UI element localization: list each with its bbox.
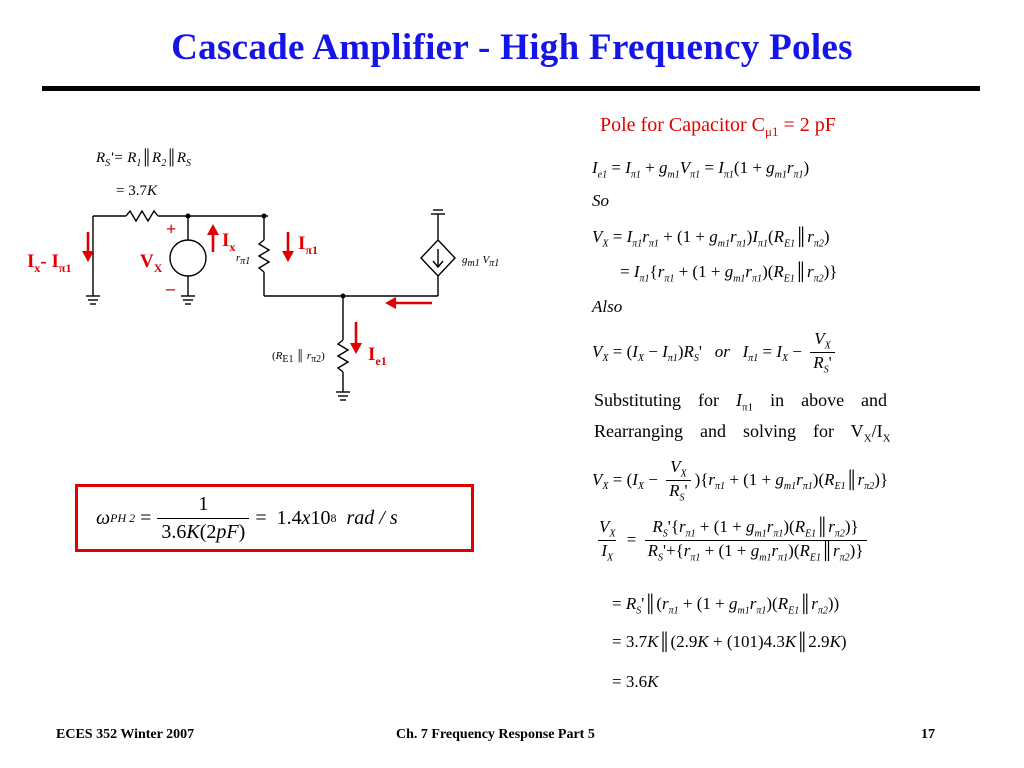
equation-ie1: Ie1 = Iπ1 + gm1Vπ1 = Iπ1(1 + gm1rπ1) (592, 158, 810, 181)
result-numerator: 1 (198, 492, 209, 515)
label-ie1: Ie1 (368, 344, 387, 368)
vx-plus-sign: + (166, 219, 177, 239)
equation-vx-2: = Iπ1{rπ1 + (1 + gm1rπ1)(RE1║rπ2)} (620, 262, 838, 285)
emitter-resistor-label: (RE1 ║ rπ2) (272, 350, 325, 366)
footer-page-number: 17 (921, 727, 935, 742)
footer-course: ECES 352 Winter 2007 (56, 727, 195, 742)
slide-title: Cascade Amplifier - High Frequency Poles (171, 27, 853, 68)
equation-numeric: = 3.7K║(2.9K + (101)4.3K║2.9K) (612, 632, 847, 651)
result-denominator: 3.6K(2pF) (157, 517, 250, 544)
vx-minus-sign: – (166, 278, 175, 298)
rs-prime-value: = 3.7K (116, 183, 157, 199)
equation-result: = 3.6K (612, 672, 659, 691)
rs-prime-equation: RS'= R1║R2║RS (96, 150, 192, 169)
label-ix: Ix (222, 230, 236, 254)
text-rearranging: Rearranging and solving for VX/IX (594, 421, 891, 445)
footer-chapter: Ch. 7 Frequency Response Part 5 (396, 727, 595, 742)
pole-title: Pole for Capacitor Cμ1 = 2 pF (600, 114, 836, 139)
text-substituting: Substituting for Iπ1 in above and (594, 390, 888, 414)
circuit-schematic (82, 209, 456, 401)
also-label: Also (592, 297, 623, 316)
label-ix-minus-ipi1: Ix- Iπ1 (27, 251, 72, 275)
result-units: rad / s (346, 506, 398, 529)
controlled-source-label: gm1 Vπ1 (462, 254, 500, 270)
title-divider (42, 86, 980, 91)
label-ipi1: Iπ1 (298, 233, 318, 257)
circuit-diagram: RS'= R1║R2║RS = 3.7K (0, 0, 520, 460)
r-pi1-label: rπ1 (236, 252, 251, 268)
equation-vx-1: VX = Iπ1rπ1 + (1 + gm1rπ1)Iπ1(RE1║rπ2) (592, 227, 830, 250)
label-vx: VX (140, 251, 163, 275)
so-label: So (592, 191, 609, 210)
equation-parallel: = RS'║(rπ1 + (1 + gm1rπ1)(RE1║rπ2)) (612, 594, 840, 617)
